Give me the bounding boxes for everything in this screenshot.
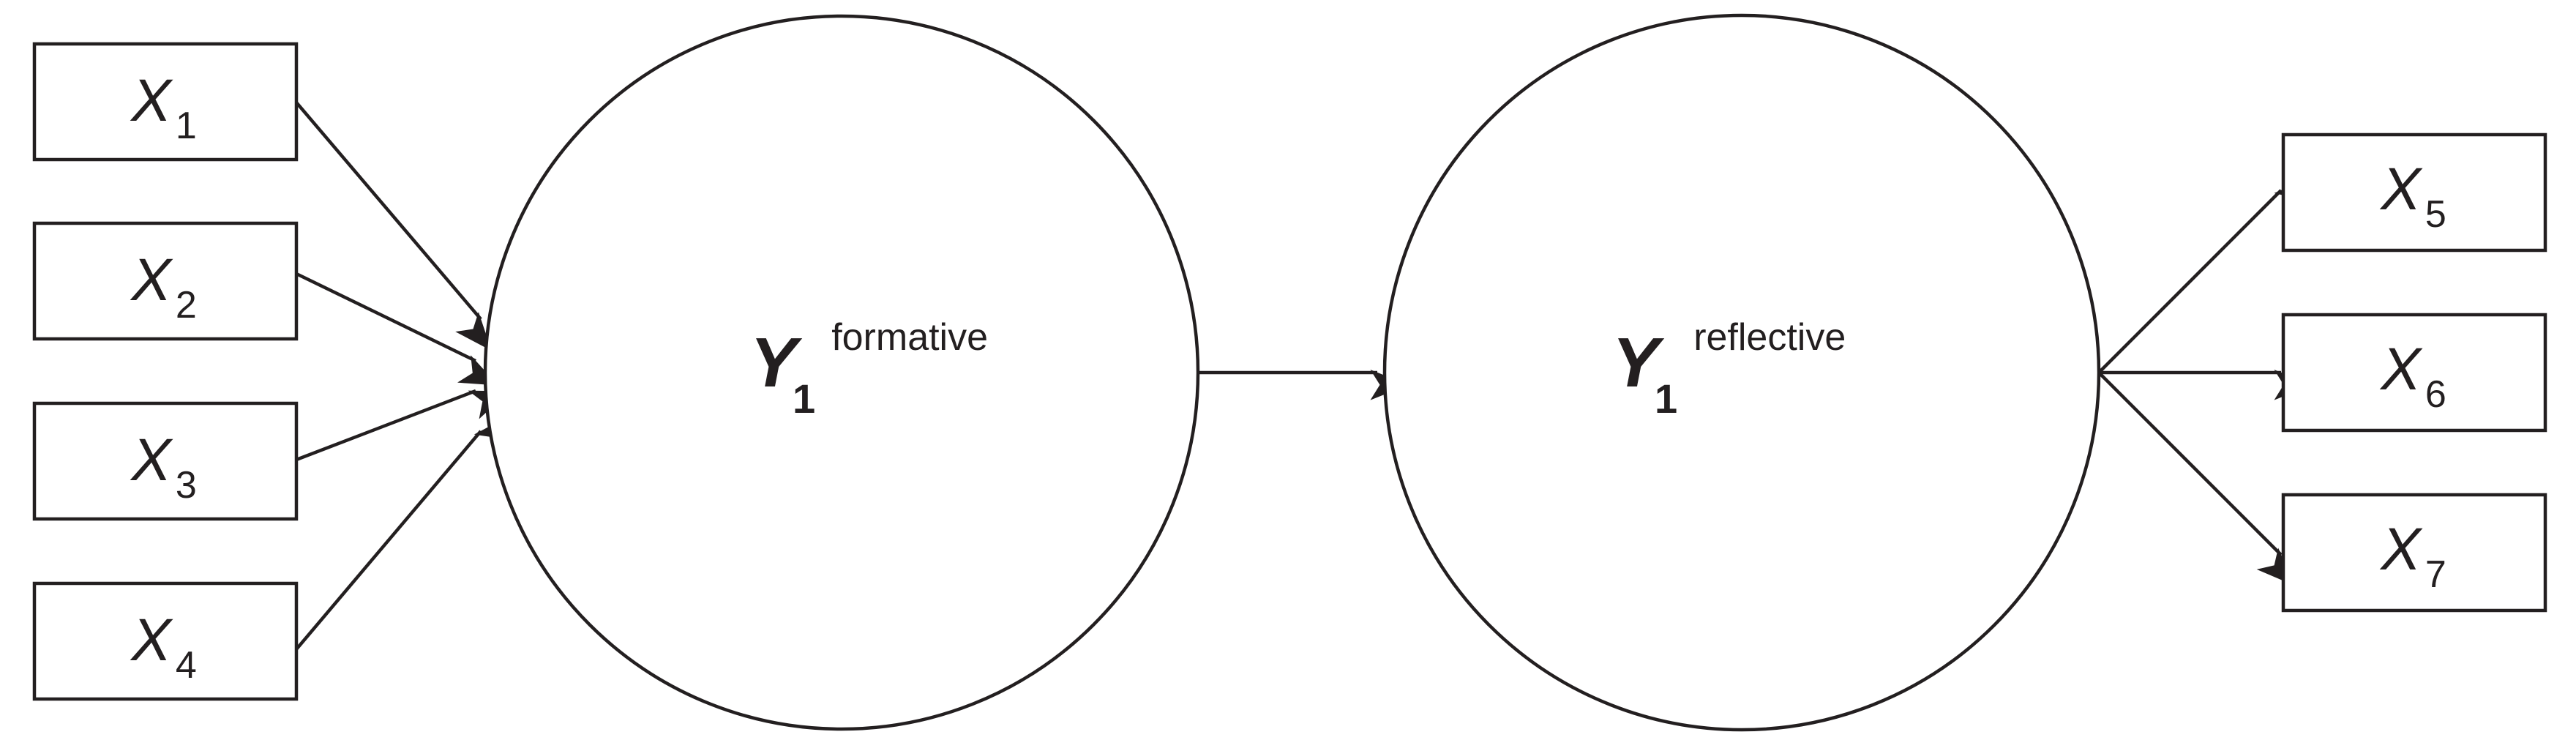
indicator-box (32, 42, 299, 162)
latent-reflective-circle (1382, 13, 2101, 732)
latent-formative-label: Y1formative (750, 316, 988, 422)
indicator-box (32, 221, 299, 341)
latent-reflective: Y1reflective (1382, 13, 2101, 732)
indicator-box (2281, 313, 2547, 433)
latent-formative: Y1formative (483, 14, 1200, 731)
indicator-box (32, 401, 299, 521)
edges (295, 101, 2313, 651)
edge-y1-reflective-to-x7 (2097, 371, 2295, 586)
edge-x2-to-y1-formative (296, 272, 498, 386)
indicator-box (32, 581, 299, 701)
edge-x4-to-y1-formative (295, 415, 511, 651)
edge-y1-reflective-to-x5 (2097, 176, 2312, 374)
latent-reflective-label: Y1reflective (1612, 316, 1846, 422)
latent-formative-circle (483, 14, 1200, 731)
indicator-box (2281, 493, 2547, 613)
edge-x3-to-y1-formative (296, 389, 509, 462)
edge-x1-to-y1-formative (295, 101, 492, 351)
indicator-box (2281, 132, 2547, 253)
